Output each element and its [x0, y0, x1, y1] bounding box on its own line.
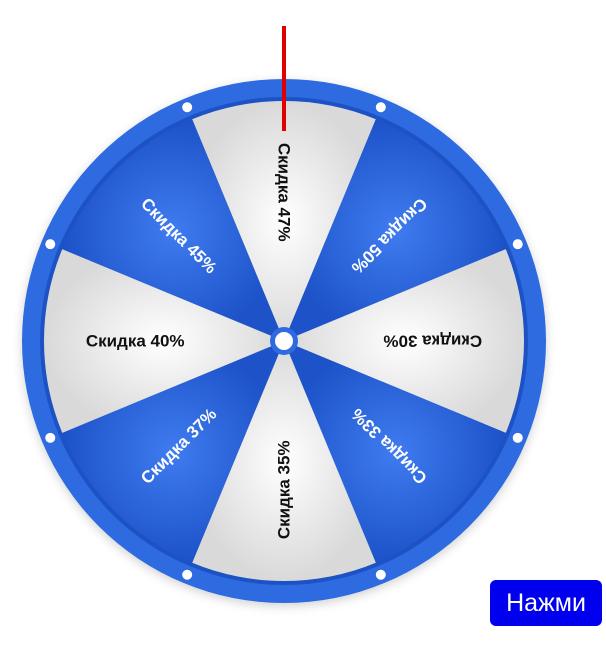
wheel-segment — [192, 341, 376, 581]
wheel-segment — [62, 341, 284, 563]
wheel-segment — [62, 119, 284, 341]
segment-label: Скидка 35% — [275, 440, 294, 539]
rim-dot — [182, 102, 193, 113]
wheel-segment — [284, 119, 506, 341]
wheel-segment — [284, 249, 524, 433]
rim-dot — [512, 239, 523, 250]
wheel[interactable]: Скидка 47%Скидка 50%Скидка 30%Скидка 33%… — [22, 79, 546, 603]
segment-label: Скидка 47% — [275, 143, 294, 242]
rim-dot — [45, 432, 56, 443]
rim-dot — [375, 569, 386, 580]
segment-label: Скидка 40% — [86, 332, 185, 351]
rim-dot — [375, 102, 386, 113]
spin-button[interactable]: Нажми — [490, 580, 602, 626]
segment-label: Скидка 30% — [383, 332, 482, 351]
wheel-hub — [275, 332, 293, 350]
wheel-segment — [44, 249, 284, 433]
rim-dot — [182, 569, 193, 580]
rim-dot — [512, 432, 523, 443]
wheel-segment — [192, 101, 376, 341]
wheel-segment — [284, 341, 506, 563]
rim-dot — [45, 239, 56, 250]
